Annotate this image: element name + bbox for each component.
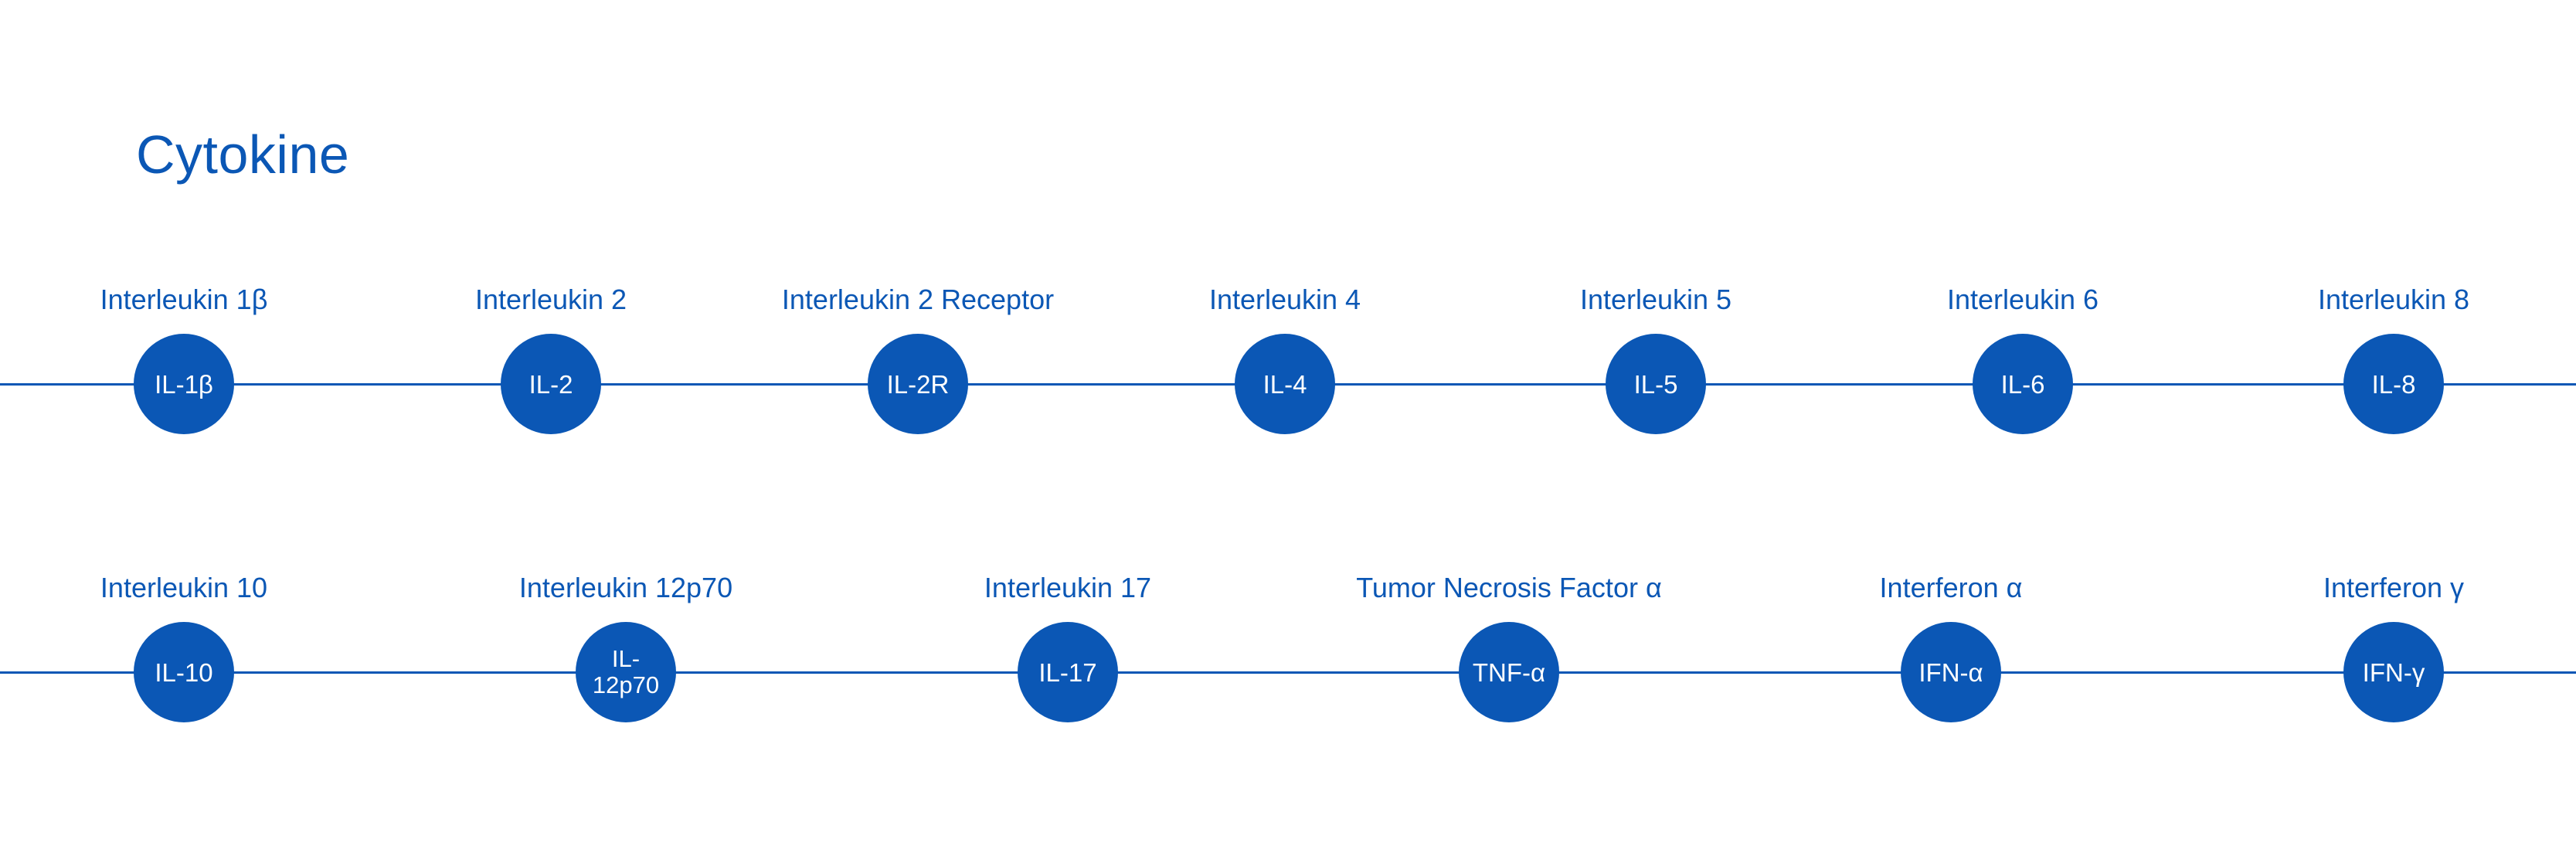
cytokine-node-circle[interactable]: IL-12p70: [576, 622, 676, 722]
cytokine-node-abbreviation: IL-6: [2000, 369, 2045, 399]
cytokine-node[interactable]: Interleukin 6 IL-6: [1868, 284, 2177, 484]
cytokine-node-label: Interleukin 2: [474, 284, 627, 315]
cytokine-node-label: Interferon γ: [2323, 572, 2465, 603]
cytokine-node-label: Interleukin 6: [1946, 284, 2099, 315]
cytokine-node-circle[interactable]: TNF-α: [1459, 622, 1559, 722]
cytokine-node-abbreviation: IL-1β: [155, 369, 213, 399]
cytokine-node[interactable]: Interleukin 1β IL-1β: [29, 284, 338, 484]
cytokine-node-abbreviation: IL-2: [528, 369, 573, 399]
cytokine-node[interactable]: Interleukin 5 IL-5: [1501, 284, 1810, 484]
cytokine-node-circle[interactable]: IL-17: [1018, 622, 1118, 722]
cytokine-node-label: Interleukin 12p70: [518, 572, 733, 603]
cytokine-node-label: Interleukin 17: [984, 572, 1152, 603]
cytokine-node[interactable]: Interleukin 10 IL-10: [29, 572, 338, 773]
cytokine-node-abbreviation: IL-4: [1263, 369, 1307, 399]
cytokine-node-circle[interactable]: IL-8: [2343, 334, 2444, 434]
cytokine-node-circle[interactable]: IFN-α: [1901, 622, 2001, 722]
cytokine-node-abbreviation: IL-2R: [886, 369, 950, 399]
cytokine-node-circle[interactable]: IL-2: [501, 334, 601, 434]
cytokine-node-label: Tumor Necrosis Factor α: [1356, 572, 1662, 603]
cytokine-node[interactable]: Interferon α IFN-α: [1796, 572, 2105, 773]
page-title: Cytokine: [136, 124, 350, 185]
cytokine-node-abbreviation: IL-17: [1038, 657, 1097, 687]
cytokine-node[interactable]: Interleukin 4 IL-4: [1130, 284, 1439, 484]
cytokine-node-abbreviation: IFN-γ: [2362, 657, 2425, 687]
cytokine-node-label: Interferon α: [1879, 572, 2023, 603]
cytokine-node[interactable]: Tumor Necrosis Factor α TNF-α: [1354, 572, 1664, 773]
cytokine-node[interactable]: Interleukin 17 IL-17: [913, 572, 1222, 773]
cytokine-node-circle[interactable]: IL-6: [1973, 334, 2073, 434]
cytokine-node-abbreviation: IL-12p70: [592, 645, 660, 698]
cytokine-node[interactable]: Interleukin 8 IL-8: [2239, 284, 2548, 484]
cytokine-node-label: Interleukin 8: [2317, 284, 2470, 315]
cytokine-node-circle[interactable]: IL-10: [134, 622, 234, 722]
cytokine-node-abbreviation: IL-5: [1633, 369, 1678, 399]
cytokine-node-abbreviation: TNF-α: [1472, 657, 1546, 687]
cytokine-node-circle[interactable]: IL-1β: [134, 334, 234, 434]
cytokine-node-circle[interactable]: IFN-γ: [2343, 622, 2444, 722]
cytokine-node-abbreviation: IL-10: [155, 657, 213, 687]
cytokine-node-label: Interleukin 5: [1579, 284, 1732, 315]
cytokine-node-abbreviation: IL-8: [2371, 369, 2416, 399]
cytokine-node[interactable]: Interleukin 2 IL-2: [396, 284, 705, 484]
cytokine-node-abbreviation: IFN-α: [1918, 657, 1983, 687]
cytokine-node-circle[interactable]: IL-5: [1606, 334, 1706, 434]
row-axis-line-2: [0, 671, 2576, 674]
cytokine-node[interactable]: Interferon γ IFN-γ: [2239, 572, 2548, 773]
cytokine-node-label: Interleukin 10: [100, 572, 268, 603]
cytokine-node-label: Interleukin 1β: [100, 284, 268, 315]
cytokine-node-label: Interleukin 4: [1208, 284, 1361, 315]
cytokine-node-label: Interleukin 2 Receptor: [781, 284, 1055, 315]
cytokine-node-circle[interactable]: IL-2R: [868, 334, 968, 434]
cytokine-node-circle[interactable]: IL-4: [1235, 334, 1335, 434]
